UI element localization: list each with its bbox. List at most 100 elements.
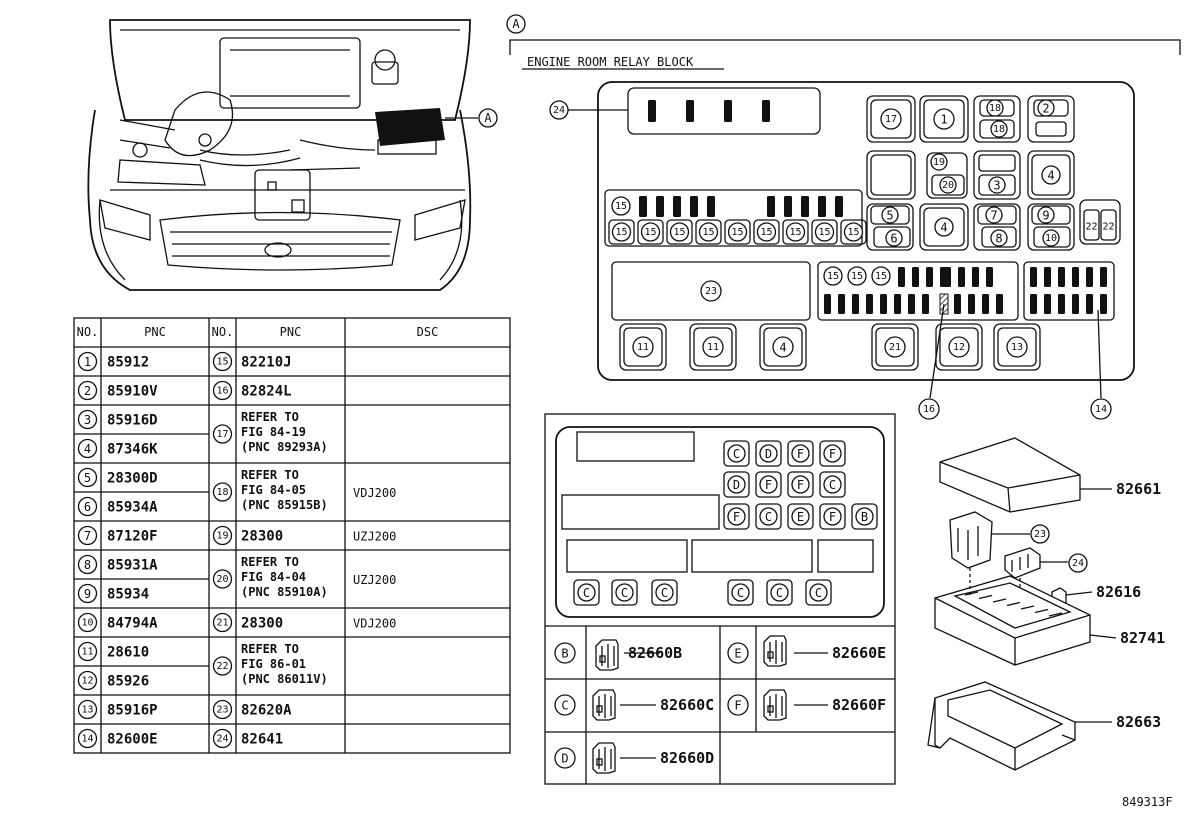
conn-r2-0-cell: [723, 471, 750, 498]
table-left-no-1: 2: [84, 384, 91, 398]
connector-E-icon-latch: [767, 651, 774, 659]
fuse-slot-strip-b-3: [818, 196, 826, 217]
connector-block-slot-5: [817, 539, 874, 573]
relay-9-ring: [1037, 206, 1055, 224]
relay-block-82741-slot-4: [1020, 605, 1035, 610]
relay-2-empty-slot: [1035, 121, 1067, 137]
table-left-pnc-6: 87120F: [107, 529, 158, 545]
fuse-15-top-ring: [611, 196, 631, 216]
conn-r2-2: F: [797, 478, 804, 492]
conn-r2-1-cell: [755, 471, 782, 498]
conn-r2-1-ring: [759, 475, 778, 494]
exploded-82741-label: 82741: [1120, 629, 1165, 647]
table-header-no-right: NO.: [212, 325, 234, 339]
conn-r3-1-ring: [759, 507, 778, 526]
relay-bottom-1-inner: [693, 327, 733, 367]
table-left-no-4-ring: [77, 467, 98, 488]
relay-18-body: [973, 95, 1021, 143]
connector-block-outline: [555, 426, 885, 618]
table-left-pnc-4: 28300D: [107, 471, 158, 487]
conn-r1-1-ring: [759, 444, 778, 463]
table-right-ref-5-0: REFER TO: [241, 555, 299, 569]
relay-2-body: [1027, 95, 1075, 143]
table-right-no-1: 16: [216, 386, 228, 397]
fuse-15-7-ring: [814, 222, 835, 242]
relay-7: 7: [990, 209, 997, 223]
fuse-slot-mid-bot-a-7: [922, 294, 929, 314]
fuse-slot-mid-top-a-0: [898, 267, 905, 287]
conn-r2-2-ring: [791, 475, 810, 494]
exploded-23-label-ring: [1030, 524, 1050, 544]
table-left-no-12-ring: [77, 699, 98, 720]
fuse-slot-mid-top-a-1: [912, 267, 919, 287]
table-right-pnc-4: 28300: [241, 529, 283, 545]
table-right-pnc-6: 28300: [241, 616, 283, 632]
relay-18b-ring: [990, 120, 1008, 138]
conn-r4-2-ring: [655, 583, 674, 602]
connector-block-slot-3: [566, 539, 688, 573]
fuse-15-2-ring: [669, 222, 690, 242]
table-right-no-0: 15: [216, 357, 228, 368]
callout-16-leader: [929, 303, 945, 399]
figure-code: 849313F: [1122, 795, 1173, 809]
fuse-slot-strip-b-4: [835, 196, 843, 217]
conn-part-F-letter: F: [734, 699, 741, 713]
conn-r2-3-ring: [823, 475, 842, 494]
relay-bottom-1: 11: [707, 342, 719, 353]
relay-20: 20: [942, 180, 954, 191]
fuse-22b: 22: [1102, 222, 1114, 233]
conn-r4-1-ring: [615, 583, 634, 602]
table-left-no-13: 14: [81, 734, 93, 745]
connector-D-icon-shell: [592, 742, 616, 774]
fuse-15-mid-2: 15: [875, 271, 887, 282]
table-right-pnc-8: 82620A: [241, 703, 292, 719]
exploded-24-label-ring: [1068, 553, 1088, 573]
table-left-pnc-2: 85916D: [107, 413, 158, 429]
table-left-pnc-1: 85910V: [107, 384, 158, 400]
relay-bottom-3: 21: [889, 342, 901, 353]
fuse-slot-1: [648, 100, 656, 122]
fuse-slot-right-bot-0: [1030, 294, 1037, 314]
conn-r1-2-ring: [791, 444, 810, 463]
fuse-15-1-ring: [640, 222, 661, 242]
fuse-15-6-ring: [785, 222, 806, 242]
table-left-pnc-8: 85934: [107, 587, 149, 603]
relay-block-82741-slot-0: [964, 591, 979, 596]
fuse-15-cell-3: [695, 219, 722, 245]
fuse-slot-4: [762, 100, 770, 122]
cover-82661-edges: [939, 461, 1081, 513]
conn-part-C-letter-ring: [554, 694, 576, 716]
table-left-no-0-ring: [77, 351, 98, 372]
table-right-ref-3-0: REFER TO: [241, 468, 299, 482]
table-left-no-4: 5: [84, 471, 91, 485]
fuse-slot-mid-bot-a-4: [880, 294, 887, 314]
conn-r1-0: C: [733, 447, 740, 461]
conn-part-D-pnc: 82660D: [660, 749, 714, 767]
table-right-no-4: 19: [216, 531, 228, 542]
relay-bottom-1-ring: [702, 336, 724, 358]
relay-3-slot: [978, 174, 1016, 196]
fuse-22a: 22: [1085, 222, 1097, 233]
table-left-no-7: 8: [84, 558, 91, 572]
relay-18a: 18: [989, 103, 1001, 114]
table-right-no-0-ring: [212, 351, 233, 372]
fuse-15-5: 15: [760, 227, 772, 238]
conn-r1-1-cell: [755, 440, 782, 467]
fuse-15-mid-0-ring: [823, 266, 843, 286]
relay-5-ring: [881, 206, 899, 224]
connector-block-slot-1: [576, 431, 695, 462]
table-right-ref-5-1: FIG 84-04: [241, 570, 306, 584]
conn-part-C-pnc: 82660C: [660, 696, 714, 714]
exploded-82616-label: 82616: [1096, 583, 1141, 601]
conn-r4-3-cell: [727, 579, 754, 606]
fuse-15-mid-0: 15: [827, 271, 839, 282]
fuse-slot-right-bot-4: [1086, 294, 1093, 314]
callout-16: 16: [923, 404, 935, 415]
relay-20-ring: [939, 176, 957, 194]
relay-block-outline: [597, 81, 1135, 381]
table-right-pnc-1: 82824L: [241, 384, 292, 400]
relay-1: 1: [940, 113, 947, 127]
relay-bottom-3-ring: [884, 336, 906, 358]
